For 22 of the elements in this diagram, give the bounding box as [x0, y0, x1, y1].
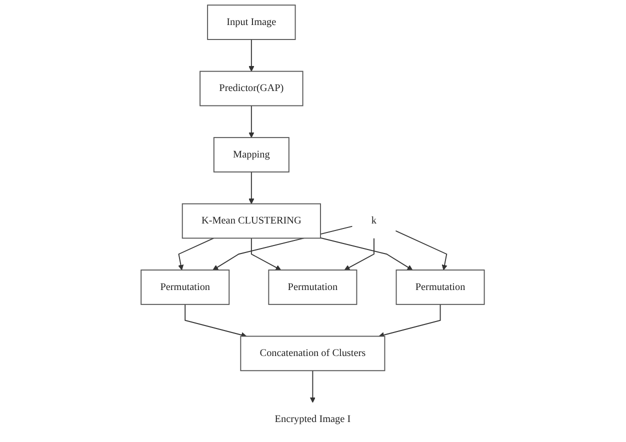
node-box: Permutation — [140, 270, 230, 305]
arrow — [248, 105, 255, 138]
node-box: Permutation — [396, 270, 486, 305]
node-text: k — [372, 215, 377, 226]
node-box: K-Mean CLUSTERING — [182, 203, 322, 239]
arrow — [184, 304, 247, 338]
arrow — [212, 226, 354, 270]
arrow — [178, 238, 214, 270]
arrow — [248, 39, 255, 72]
arrow — [378, 304, 442, 338]
node-box: Input Image — [207, 4, 296, 40]
node-box: Concatenation of Clusters — [240, 336, 386, 372]
arrow — [395, 230, 448, 270]
node-text: Encrypted Image I — [275, 414, 351, 425]
arrow — [248, 171, 255, 204]
node-box: Permutation — [268, 270, 358, 305]
arrow — [320, 237, 414, 270]
node-box: Predictor(GAP) — [200, 70, 304, 106]
arrow — [251, 238, 282, 270]
arrow — [344, 238, 375, 270]
node-box: Mapping — [214, 137, 290, 172]
arrow — [310, 370, 316, 403]
